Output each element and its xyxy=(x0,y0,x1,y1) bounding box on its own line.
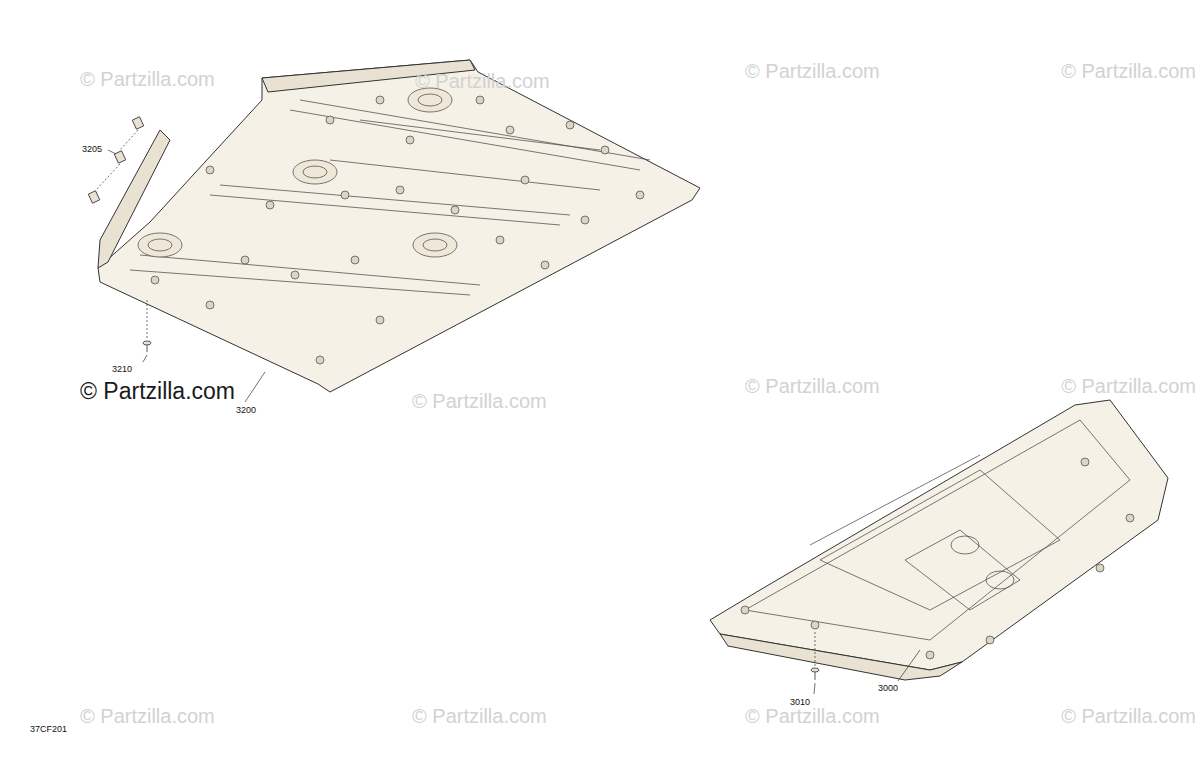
watermark: © Partzilla.com xyxy=(80,68,215,91)
watermark: © Partzilla.com xyxy=(745,375,880,398)
drawing-code: 37CF201 xyxy=(30,724,67,734)
watermark: © Partzilla.com xyxy=(415,70,550,93)
watermark: © Partzilla.com xyxy=(412,705,547,728)
callout-number: 3210 xyxy=(112,364,132,374)
callout-number: 3200 xyxy=(236,405,256,415)
callout-number: 3205 xyxy=(82,144,102,154)
watermark: © Partzilla.com xyxy=(1061,375,1196,398)
callout-number: 3000 xyxy=(878,683,898,693)
watermark: © Partzilla.com xyxy=(1061,60,1196,83)
watermark: © Partzilla.com xyxy=(80,378,235,405)
watermark: © Partzilla.com xyxy=(412,390,547,413)
watermark: © Partzilla.com xyxy=(745,60,880,83)
watermark: © Partzilla.com xyxy=(80,705,215,728)
watermark: © Partzilla.com xyxy=(745,705,880,728)
watermark: © Partzilla.com xyxy=(1061,705,1196,728)
